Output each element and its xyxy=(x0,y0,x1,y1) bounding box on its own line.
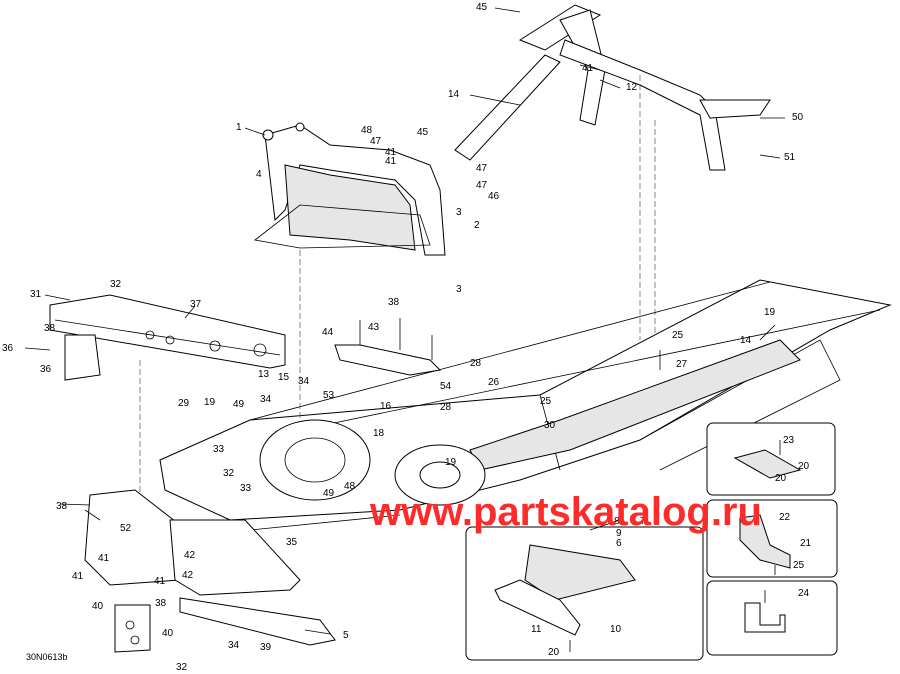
callout-30: 30 xyxy=(544,420,556,431)
callout-41: 41 xyxy=(385,156,397,167)
callout-27: 27 xyxy=(676,359,688,370)
callout-2: 2 xyxy=(474,220,480,231)
callout-46: 46 xyxy=(488,191,500,202)
callout-9: 9 xyxy=(616,528,622,539)
callout-43: 43 xyxy=(368,322,380,333)
callout-28: 28 xyxy=(440,402,452,413)
callout-3: 3 xyxy=(456,207,462,218)
callout-16: 16 xyxy=(380,401,392,412)
callout-39: 39 xyxy=(260,642,272,653)
callout-19: 19 xyxy=(445,457,457,468)
callout-1: 1 xyxy=(236,122,242,133)
callout-11: 11 xyxy=(531,624,542,635)
callout-23: 23 xyxy=(783,435,795,446)
callout-38: 38 xyxy=(56,501,68,512)
callout-48: 48 xyxy=(344,481,356,492)
callout-45: 45 xyxy=(417,127,429,138)
callout-47: 47 xyxy=(370,136,382,147)
callout-20: 20 xyxy=(775,473,787,484)
callout-25: 25 xyxy=(672,330,684,341)
callout-41: 41 xyxy=(385,147,397,158)
callout-51: 51 xyxy=(784,152,796,163)
callout-44: 44 xyxy=(322,327,334,338)
callout-41: 41 xyxy=(582,63,594,74)
callout-38: 38 xyxy=(155,598,167,609)
callout-33: 33 xyxy=(240,483,252,494)
callout-50: 50 xyxy=(792,112,804,123)
callout-40: 40 xyxy=(162,628,174,639)
callout-49: 49 xyxy=(233,399,245,410)
callout-5: 5 xyxy=(343,630,349,641)
callout-42: 42 xyxy=(182,570,194,581)
callout-42: 42 xyxy=(184,550,196,561)
callout-20: 20 xyxy=(798,461,810,472)
callout-40: 40 xyxy=(92,601,104,612)
callout-25: 25 xyxy=(793,560,805,571)
callout-3: 3 xyxy=(456,284,462,295)
callout-29: 29 xyxy=(178,398,190,409)
callout-12: 12 xyxy=(626,82,638,93)
callout-32: 32 xyxy=(223,468,235,479)
callout-21: 21 xyxy=(800,538,812,549)
callout-45: 45 xyxy=(476,2,488,13)
callout-14: 14 xyxy=(448,89,460,100)
callout-33: 33 xyxy=(213,444,225,455)
drawing-code: 30N0613b xyxy=(26,652,68,662)
callout-35: 35 xyxy=(286,537,298,548)
callout-4: 4 xyxy=(256,169,262,180)
callout-19: 19 xyxy=(204,397,216,408)
callout-48: 48 xyxy=(361,125,373,136)
callout-24: 24 xyxy=(798,588,810,599)
callout-8: 8 xyxy=(614,516,620,527)
callout-28: 28 xyxy=(470,358,482,369)
callout-53: 53 xyxy=(323,390,335,401)
callout-41: 41 xyxy=(154,576,166,587)
callout-32: 32 xyxy=(110,279,122,290)
callout-37: 37 xyxy=(190,299,202,310)
cross-brace xyxy=(334,318,442,376)
callout-22: 22 xyxy=(779,512,791,523)
lower-front-fairing xyxy=(84,489,336,653)
callout-47: 47 xyxy=(476,180,488,191)
front-bulkhead xyxy=(254,122,446,256)
inset-mount-bracket xyxy=(465,526,704,661)
callout-47: 47 xyxy=(476,163,488,174)
callout-10: 10 xyxy=(610,624,622,635)
leader-lines xyxy=(24,7,785,635)
callout-34: 34 xyxy=(298,376,310,387)
callout-54: 54 xyxy=(440,381,452,392)
callout-19: 19 xyxy=(764,307,776,318)
front-bracket-left xyxy=(49,294,286,381)
callout-13: 13 xyxy=(258,369,270,380)
callout-38: 38 xyxy=(388,297,400,308)
inset-clip xyxy=(706,580,838,656)
callout-32: 32 xyxy=(176,662,188,673)
callout-6: 6 xyxy=(616,538,622,549)
inset-footrest-middle xyxy=(706,499,838,578)
callout-26: 26 xyxy=(488,377,500,388)
callout-41: 41 xyxy=(98,553,110,564)
callout-15: 15 xyxy=(278,372,290,383)
callout-52: 52 xyxy=(120,523,132,534)
callout-38: 38 xyxy=(44,323,56,334)
callout-36: 36 xyxy=(2,343,14,354)
inset-footrest-upper xyxy=(706,422,836,496)
callout-41: 41 xyxy=(72,571,84,582)
callout-14: 14 xyxy=(740,335,752,346)
callout-31: 31 xyxy=(30,289,42,300)
upper-column-assembly xyxy=(454,4,771,350)
callout-34: 34 xyxy=(228,640,240,651)
callout-49: 49 xyxy=(323,488,335,499)
callout-18: 18 xyxy=(373,428,385,439)
callout-25: 25 xyxy=(540,396,552,407)
callout-36: 36 xyxy=(40,364,52,375)
callout-34: 34 xyxy=(260,394,272,405)
callout-20: 20 xyxy=(548,647,560,658)
callout-7: 7 xyxy=(640,516,646,527)
watermark-text: www.partskatalog.ru xyxy=(369,490,762,534)
